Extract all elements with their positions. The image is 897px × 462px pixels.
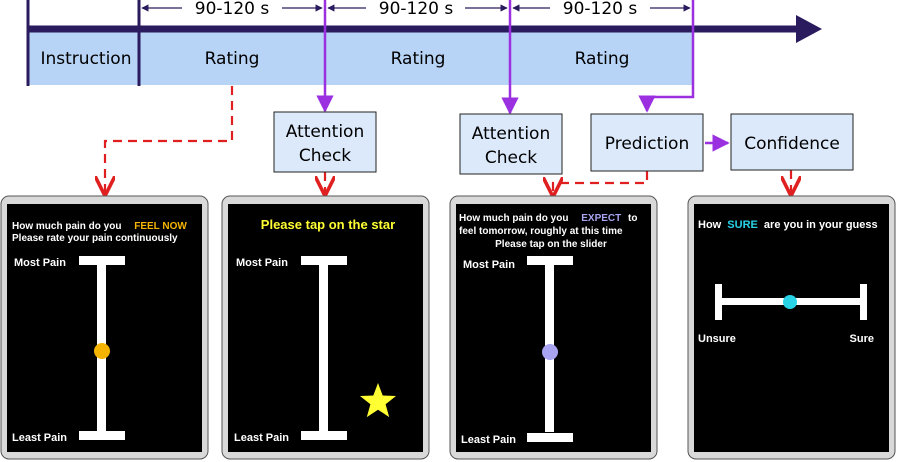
rating-prompt-line1: How much pain do you (12, 221, 121, 232)
phase-rating-label-3: Rating (575, 49, 630, 69)
duration-label-1: 90-120 s (195, 0, 270, 19)
confidence-highlight: SURE (727, 219, 758, 231)
duration-label-2: 90-120 s (379, 0, 454, 19)
confidence-label: Confidence (744, 134, 840, 154)
prediction-screen: How much pain do you EXPECT to feel tomo… (449, 195, 658, 460)
timeline-arrowhead (796, 15, 822, 43)
prediction-slider-top-cap (527, 256, 573, 265)
svg-text:Check: Check (299, 146, 351, 166)
svg-text:How much pain do you FEE: How much pain do you FEEL NOW (12, 221, 187, 232)
phase-instruction-label: Instruction (41, 49, 132, 69)
rating-screen: How much pain do you FEEL NOW Please rat… (0, 195, 209, 460)
attention-check-box-1: Attention Check (273, 111, 377, 173)
rating-phase-bar (139, 31, 693, 85)
svg-text:How much pain do you EXP: How much pain do you EXPECT to (459, 213, 637, 224)
confidence-prompt-post: are you in your guess (764, 219, 878, 231)
svg-text:Check: Check (485, 148, 537, 168)
attention-check-box-2: Attention Check (459, 113, 563, 175)
rating-slider-top-cap (79, 256, 125, 265)
duration-label-3: 90-120 s (563, 0, 638, 19)
attention-prompt: Please tap on the star (261, 217, 395, 232)
prediction-slider-bottom-cap (527, 433, 573, 442)
confidence-screen: How SURE are you in your guess Unsure Su… (687, 195, 896, 460)
confidence-slider-right-cap (860, 284, 867, 320)
rating-slider-bottom-cap (79, 431, 125, 440)
attention-screen: Please tap on the star Most Pain Least P… (221, 195, 430, 460)
prediction-highlight: EXPECT (581, 213, 621, 224)
prediction-top-label: Most Pain (463, 259, 515, 271)
phase-rating-label-2: Rating (391, 49, 446, 69)
svg-text:Attention: Attention (286, 122, 364, 142)
prediction-prompt-line1-end: to (628, 213, 637, 224)
attention-top-label: Most Pain (236, 257, 288, 269)
attention-slider-top-cap (301, 256, 347, 265)
confidence-right-label: Sure (850, 333, 874, 345)
prediction-prompt-line3: Please tap on the slider (495, 239, 607, 250)
attention-bottom-label: Least Pain (234, 432, 289, 444)
prediction-prompt-line1: How much pain do you (459, 213, 568, 224)
confidence-box: Confidence (730, 113, 854, 171)
star-icon[interactable] (360, 383, 396, 418)
prediction-label: Prediction (605, 134, 689, 154)
rating-highlight: FEEL NOW (134, 221, 187, 232)
svg-text:How SURE are you i: How SURE are you in your guess (698, 219, 878, 231)
prediction-prompt-line2: feel tomorrow, roughly at this time (459, 226, 623, 237)
svg-text:Attention: Attention (472, 124, 550, 144)
purple-connectors (316, 0, 730, 152)
confidence-slider-thumb[interactable] (783, 295, 797, 309)
rating-prompt-line2: Please rate your pain continuously (12, 233, 178, 244)
phase-rating-label-1: Rating (205, 49, 260, 69)
confidence-prompt-pre: How (698, 219, 722, 231)
confidence-slider-left-cap (715, 284, 722, 320)
rating-top-label: Most Pain (14, 257, 66, 269)
rating-bottom-label: Least Pain (12, 432, 67, 444)
attention-slider-bottom-cap (301, 431, 347, 440)
instruction-phase (28, 31, 139, 85)
confidence-left-label: Unsure (698, 333, 736, 345)
prediction-slider-thumb[interactable] (542, 344, 558, 360)
prediction-box: Prediction (590, 113, 704, 172)
red-dashed-connectors (105, 86, 791, 193)
attention-slider-track (319, 262, 328, 432)
timeline: 90-120 s 90-120 s 90-120 s Instruction R… (26, 0, 822, 86)
prediction-bottom-label: Least Pain (461, 434, 516, 446)
rating-slider-thumb[interactable] (94, 343, 110, 359)
